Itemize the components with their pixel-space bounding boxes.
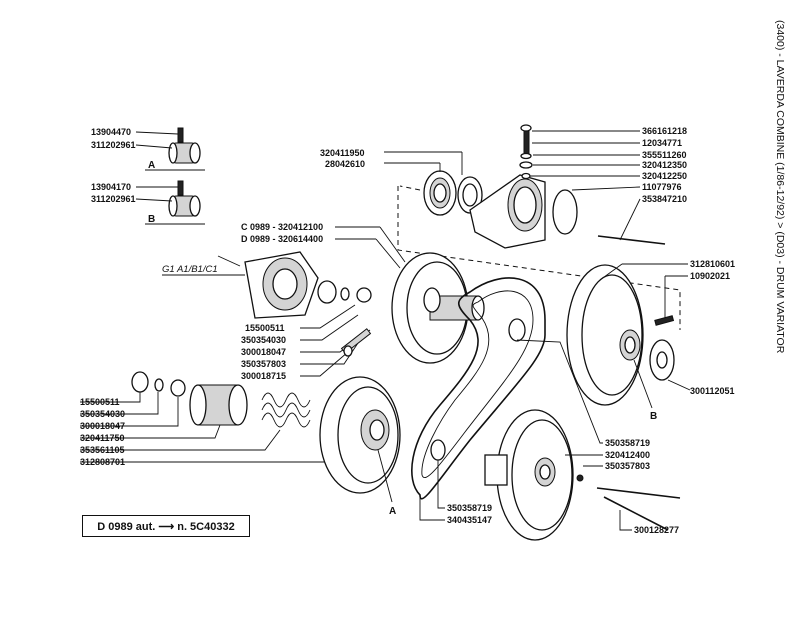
label-311202961-b: 311202961 bbox=[91, 194, 136, 204]
label-353561105: 353561105 bbox=[80, 445, 125, 455]
label-366161218: 366161218 bbox=[642, 126, 687, 136]
label-d-0989: D 0989 - 320614400 bbox=[241, 234, 323, 244]
label-312808701: 312808701 bbox=[80, 457, 125, 467]
label-350354030-b: 350354030 bbox=[80, 409, 125, 419]
detail-b-assembly bbox=[135, 180, 201, 217]
label-13904170: 13904170 bbox=[91, 182, 131, 192]
label-13904470: 13904470 bbox=[91, 127, 131, 137]
label-350358719-a: 350358719 bbox=[605, 438, 650, 448]
label-350357803-b: 350357803 bbox=[605, 461, 650, 471]
label-320412250: 320412250 bbox=[642, 171, 687, 181]
label-320412400: 320412400 bbox=[605, 450, 650, 460]
drum-pulley-upper bbox=[566, 264, 675, 406]
upper-pulley bbox=[391, 252, 485, 364]
detail-a-assembly bbox=[135, 127, 201, 164]
label-350357803-a: 350357803 bbox=[241, 359, 286, 369]
label-311202961-a: 311202961 bbox=[91, 140, 136, 150]
label-350354030-a: 350354030 bbox=[241, 335, 286, 345]
detail-letter-a: A bbox=[148, 160, 155, 171]
detail-letter-b: B bbox=[148, 214, 155, 225]
detail-letter-a-main: A bbox=[389, 506, 396, 517]
label-300128277: 300128277 bbox=[634, 525, 679, 535]
drive-belt bbox=[411, 277, 546, 500]
label-15500511-b: 15500511 bbox=[80, 397, 120, 407]
label-10902021: 10902021 bbox=[690, 271, 730, 281]
label-320411950: 320411950 bbox=[320, 148, 365, 158]
label-350358719-b: 350358719 bbox=[447, 503, 492, 513]
serial-note: D 0989 aut. ⟶ n. 5C40332 bbox=[82, 515, 250, 537]
drum-pulley-lower bbox=[484, 409, 681, 541]
group-label: G1 A1/B1/C1 bbox=[162, 264, 218, 275]
label-300018715: 300018715 bbox=[241, 371, 286, 381]
hub-flange bbox=[217, 251, 372, 319]
label-11077976: 11077976 bbox=[642, 182, 682, 192]
lower-pulley bbox=[319, 376, 401, 494]
label-c-0989: C 0989 - 320412100 bbox=[241, 222, 323, 232]
bearing-assembly bbox=[423, 170, 483, 216]
variator-housing bbox=[469, 124, 666, 249]
label-28042610: 28042610 bbox=[325, 159, 365, 169]
label-15500511-a: 15500511 bbox=[245, 323, 285, 333]
label-312810601: 312810601 bbox=[690, 259, 735, 269]
label-300018047-a: 300018047 bbox=[241, 347, 286, 357]
label-340435147: 340435147 bbox=[447, 515, 492, 525]
label-353847210: 353847210 bbox=[642, 194, 687, 204]
lower-left-stack bbox=[131, 371, 311, 428]
label-355511260: 355511260 bbox=[642, 150, 687, 160]
label-12034771: 12034771 bbox=[642, 138, 682, 148]
label-320411750: 320411750 bbox=[80, 433, 125, 443]
detail-letter-b-main: B bbox=[650, 411, 657, 422]
label-300018047-b: 300018047 bbox=[80, 421, 125, 431]
pin-assembly bbox=[340, 328, 372, 357]
label-320412350: 320412350 bbox=[642, 160, 687, 170]
label-300112051: 300112051 bbox=[690, 386, 735, 396]
